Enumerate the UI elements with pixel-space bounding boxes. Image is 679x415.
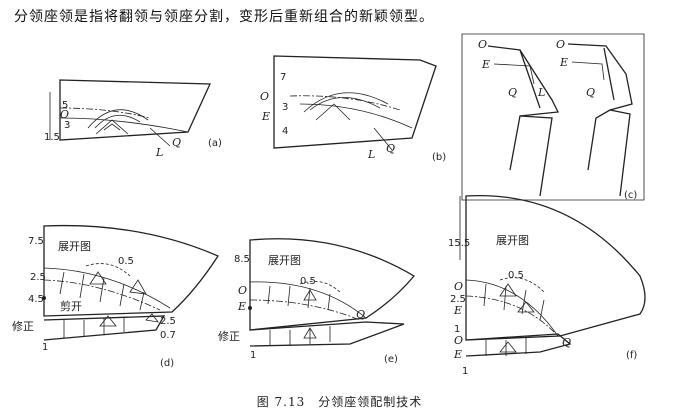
dim-e-1: 1 xyxy=(250,350,256,361)
panel-f: 15.5 展开图 0.5 O 2.5 E 1 O E 1 Q (f) xyxy=(448,194,646,377)
point-c-E2: E xyxy=(559,56,568,69)
dim-d-0.7: 0.7 xyxy=(160,330,176,341)
label-d-cut: 剪开 xyxy=(60,299,82,313)
tag-e: (e) xyxy=(384,354,398,365)
dim-d-2.5b: 2.5 xyxy=(160,316,176,327)
point-f-O1: O xyxy=(454,280,463,293)
point-a-O: O xyxy=(60,108,69,121)
point-b-O: O xyxy=(260,90,269,103)
point-c-O1: O xyxy=(478,38,487,51)
label-d-correction: 修正 xyxy=(12,319,34,333)
point-e-Q: Q xyxy=(356,308,365,321)
dim-f-0.5: 0.5 xyxy=(508,270,524,281)
dim-a-1.5: 1.5 xyxy=(44,132,60,143)
panel-d: 7.5 展开图 2.5 4.5 剪开 修正 0.5 2.5 0.7 1 (d) xyxy=(12,224,219,369)
point-f-Q: Q xyxy=(562,336,571,349)
dim-d-0.5: 0.5 xyxy=(118,256,134,267)
dim-d-7.5: 7.5 xyxy=(28,236,44,247)
point-c-O2: O xyxy=(556,38,565,51)
point-c-E1: E xyxy=(481,58,490,71)
point-b-E: E xyxy=(261,110,270,123)
point-a-Q: Q xyxy=(172,136,181,149)
dim-d-4.5: 4.5 xyxy=(28,294,44,305)
panel-c: O E Q L O E Q (c) xyxy=(461,33,645,201)
point-f-E1: E xyxy=(453,304,462,317)
label-e-expansion: 展开图 xyxy=(268,254,301,267)
point-b-Q: Q xyxy=(386,142,395,155)
tag-a: (a) xyxy=(208,138,222,149)
intro-text: 分领座领是指将翻领与领座分割，变形后重新组合的新颖领型。 xyxy=(14,9,434,25)
figure-caption: 图 7.13 分领座领配制技术 xyxy=(256,395,423,409)
panel-e: 8.5 展开图 0.5 O E Q 修正 1 (e) xyxy=(218,238,415,365)
tag-d: (d) xyxy=(160,358,174,369)
dim-d-1: 1 xyxy=(42,342,48,353)
dim-f-15.5: 15.5 xyxy=(448,238,470,249)
point-c-L: L xyxy=(537,86,545,99)
point-c-Q1: Q xyxy=(508,86,517,99)
point-f-O2: O xyxy=(454,334,463,347)
label-e-correction: 修正 xyxy=(218,329,240,343)
dim-d-2.5a: 2.5 xyxy=(30,272,46,283)
point-b-L: L xyxy=(367,148,375,161)
dim-b-7: 7 xyxy=(280,72,286,83)
dim-b-4: 4 xyxy=(282,126,288,137)
dim-f-1a: 1 xyxy=(454,324,460,335)
tag-b: (b) xyxy=(432,152,446,163)
point-a-L: L xyxy=(155,146,163,159)
point-e-E: E xyxy=(237,300,246,313)
label-f-expansion: 展开图 xyxy=(496,234,529,247)
dim-e-8.5: 8.5 xyxy=(234,254,250,265)
dim-b-3: 3 xyxy=(282,102,288,113)
dim-a-3: 3 xyxy=(64,120,70,131)
tag-c: (c) xyxy=(624,190,637,201)
point-e-O: O xyxy=(238,284,247,297)
dim-e-0.5: 0.5 xyxy=(300,276,316,287)
point-f-E2: E xyxy=(453,348,462,361)
panel-a: 5 O 3 1.5 L Q (a) xyxy=(44,79,222,159)
tag-f: (f) xyxy=(626,350,637,361)
label-d-expansion: 展开图 xyxy=(58,240,91,253)
dim-f-1b: 1 xyxy=(462,366,468,377)
panel-b: 7 O 3 E 4 L Q (b) xyxy=(260,55,446,163)
dim-a-5: 5 xyxy=(62,100,68,111)
point-c-Q2: Q xyxy=(586,86,595,99)
dim-f-2.5: 2.5 xyxy=(450,294,466,305)
